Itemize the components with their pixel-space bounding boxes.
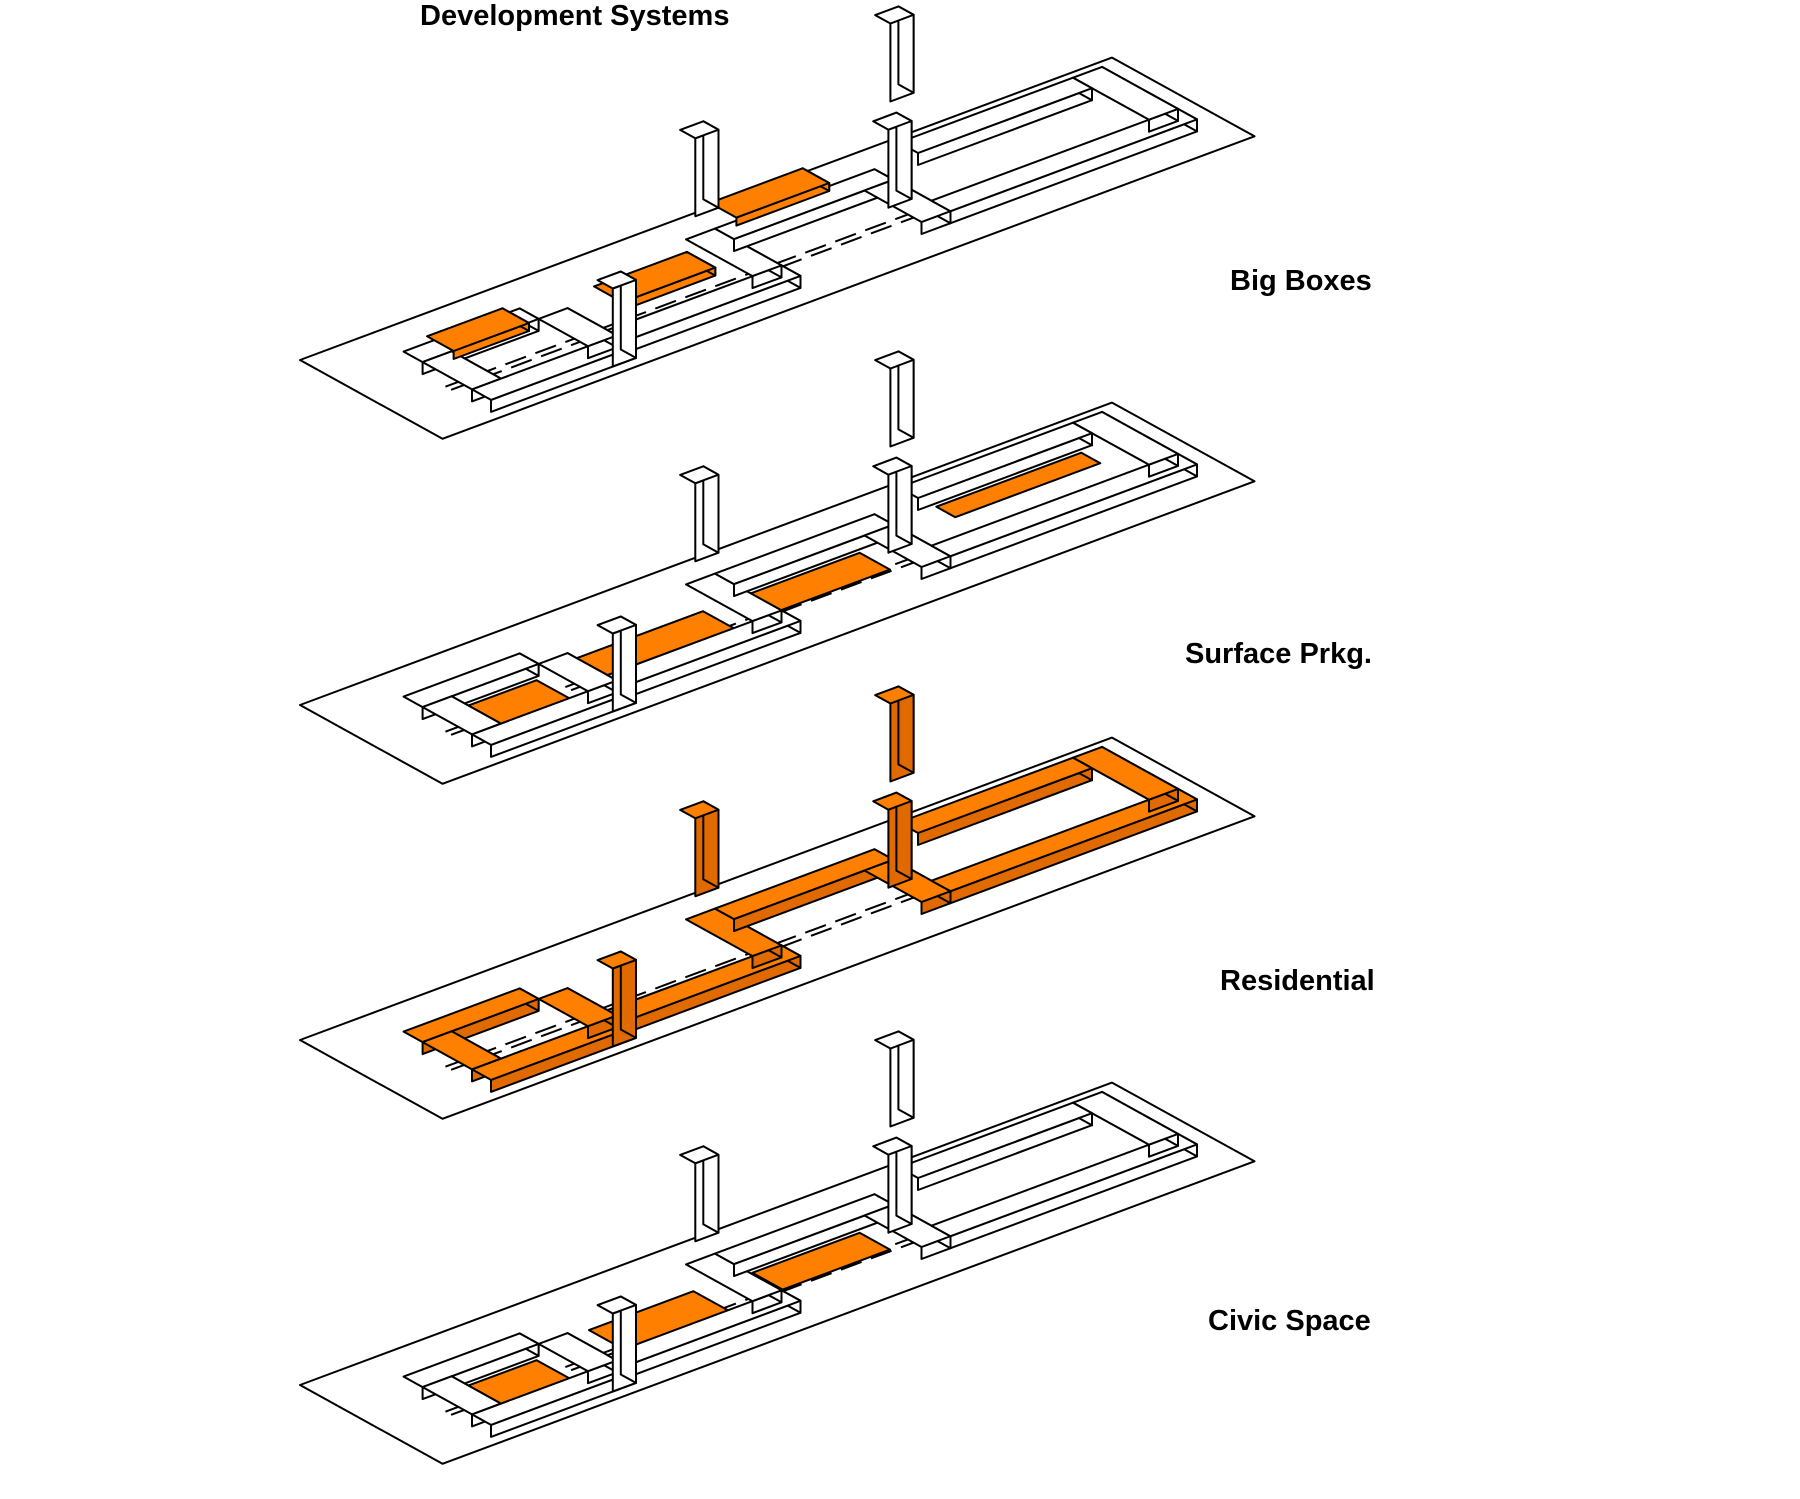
bar-c3-top xyxy=(714,1193,895,1266)
tower-2-top xyxy=(679,120,720,140)
civic-3 xyxy=(751,1231,891,1291)
tower-3-top xyxy=(872,1136,913,1156)
label-residential: Residential xyxy=(1220,965,1375,997)
tower-2-top xyxy=(679,1145,720,1165)
tower-4-top xyxy=(874,685,915,705)
label-civic-space: Civic Space xyxy=(1208,1305,1371,1337)
tower-1-top xyxy=(596,615,637,635)
road-lane-line xyxy=(450,216,916,391)
tower-4-top xyxy=(874,350,915,370)
road-lane-line xyxy=(445,892,910,1068)
bar-c3-top xyxy=(714,168,895,241)
bar-e2-top xyxy=(1072,1090,1179,1146)
tower-4-top xyxy=(874,1030,915,1050)
tower-1-top xyxy=(596,950,637,970)
tower-1-top xyxy=(596,1295,637,1315)
bar-e2-top xyxy=(1072,410,1179,466)
ground-plane xyxy=(299,736,1256,1120)
bar-w4-top xyxy=(537,1332,618,1373)
bar-e2-top xyxy=(1072,65,1179,121)
bar-w1-top xyxy=(402,987,540,1044)
bar-w4-top xyxy=(537,652,618,693)
tower-3-top xyxy=(872,111,913,131)
layer-surface-prkg xyxy=(299,350,1256,785)
label-surface-prkg: Surface Prkg. xyxy=(1185,638,1372,670)
bar-c3-top xyxy=(714,848,895,921)
bar-c3-top xyxy=(714,513,895,586)
tower-3-top xyxy=(872,456,913,476)
layer-civic-space xyxy=(299,1030,1256,1465)
parking-4 xyxy=(935,451,1102,519)
bar-w1-top xyxy=(402,1332,540,1389)
bar-w4-top xyxy=(537,307,618,348)
tower-2-top xyxy=(679,800,720,820)
tower-4-top xyxy=(874,5,915,25)
bar-w1-top xyxy=(402,652,540,709)
label-big-boxes: Big Boxes xyxy=(1230,265,1372,297)
road-lane-line xyxy=(445,212,910,388)
layer-residential xyxy=(299,685,1256,1120)
tower-3-top xyxy=(872,791,913,811)
bar-w4-top xyxy=(537,987,618,1028)
bar-e2-top xyxy=(1072,745,1179,801)
ground-plane xyxy=(299,56,1256,440)
tower-1-top xyxy=(596,270,637,290)
big-box-1-top xyxy=(426,307,530,352)
diagram-title: Development Systems xyxy=(420,0,730,32)
tower-2-top xyxy=(679,465,720,485)
road-lane-line xyxy=(450,896,916,1071)
layer-big-boxes xyxy=(299,5,1256,440)
